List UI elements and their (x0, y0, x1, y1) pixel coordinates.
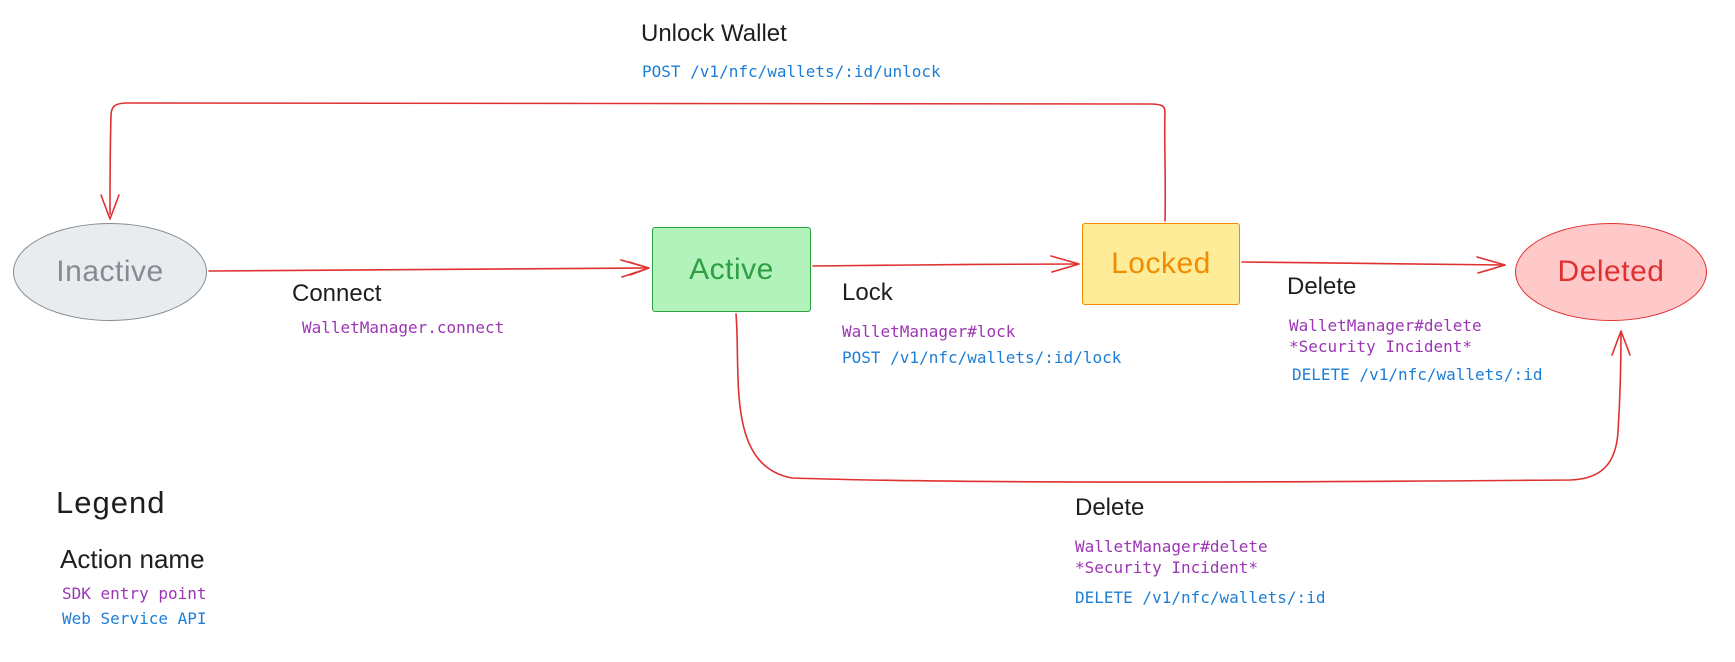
transition-delete-locked-api-label: DELETE /v1/nfc/wallets/:id (1292, 365, 1543, 384)
legend-sdk-entry-label: SDK entry point (62, 584, 207, 603)
state-label-active: Active (689, 252, 774, 286)
legend-api-label: Web Service API (62, 609, 207, 628)
transition-delete-active-api-label: DELETE /v1/nfc/wallets/:id (1075, 588, 1326, 607)
legend-action-name-label: Action name (60, 544, 205, 574)
transition-delete-active-note-label: *Security Incident* (1075, 558, 1259, 577)
transition-delete-locked-note-label: *Security Incident* (1289, 337, 1473, 356)
arrow-unlock-head (100, 194, 120, 220)
arrow-lock-head (1050, 255, 1080, 273)
transition-connect-action-label: Connect (292, 280, 382, 307)
arrow-unlock-line (109, 102, 1167, 222)
transition-unlock-api-label: POST /v1/nfc/wallets/:id/unlock (642, 62, 941, 81)
transition-delete-active-sdk-label: WalletManager#delete (1075, 537, 1268, 556)
state-label-deleted: Deleted (1557, 255, 1665, 288)
transition-unlock-action-label: Unlock Wallet (641, 20, 787, 47)
arrow-delete-locked-head (1476, 256, 1506, 274)
state-label-locked: Locked (1111, 247, 1211, 280)
state-node-inactive: Inactive (13, 223, 207, 321)
transition-delete-active-action-label: Delete (1075, 494, 1145, 521)
arrow-lock-line (812, 263, 1079, 267)
arrow-connect-line (208, 267, 647, 272)
transition-connect-sdk-label: WalletManager.connect (302, 318, 505, 337)
arrow-delete-locked-line (1241, 261, 1506, 266)
transition-delete-locked-action-label: Delete (1287, 273, 1357, 300)
state-node-deleted: Deleted (1515, 223, 1707, 321)
arrow-delete-active-head (1611, 330, 1631, 356)
legend-title: Legend (56, 485, 166, 520)
transition-delete-locked-sdk-label: WalletManager#delete (1289, 316, 1482, 335)
transition-lock-action-label: Lock (842, 279, 893, 306)
state-node-locked: Locked (1082, 223, 1240, 305)
state-label-inactive: Inactive (56, 255, 164, 288)
arrow-connect-head (620, 259, 650, 278)
transition-lock-sdk-label: WalletManager#lock (842, 322, 1016, 341)
state-node-active: Active (652, 227, 811, 312)
transition-lock-api-label: POST /v1/nfc/wallets/:id/lock (842, 348, 1122, 367)
